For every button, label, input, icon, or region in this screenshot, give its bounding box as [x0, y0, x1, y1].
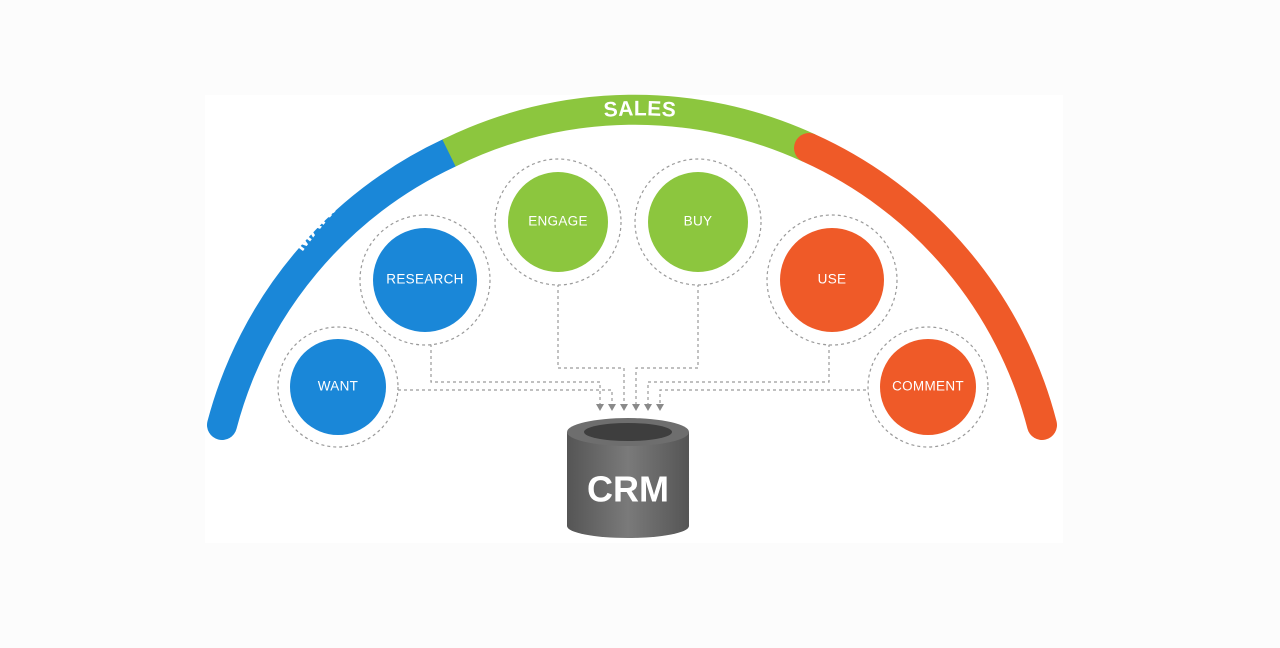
node-use-label: USE [818, 272, 847, 287]
support-arc-segment [794, 133, 1057, 440]
node-research-label: RESEARCH [386, 272, 463, 287]
node-engage-label: ENGAGE [528, 214, 588, 229]
node-buy: BUY [634, 158, 762, 286]
node-engage: ENGAGE [494, 158, 622, 286]
node-research: RESEARCH [359, 214, 491, 346]
sales-arc-segment [442, 94, 816, 167]
node-buy-label: BUY [684, 214, 713, 229]
connector-comment [659, 389, 866, 404]
marketing-arc-segment [207, 138, 464, 440]
database-cylinder-icon: CRM [567, 418, 689, 538]
node-comment-label: COMMENT [892, 379, 964, 394]
connector-arrowheads [596, 404, 664, 411]
connector-want [398, 389, 613, 404]
connector-engage [557, 284, 625, 404]
node-want-label: WANT [318, 379, 358, 394]
connector-use [647, 344, 830, 404]
connector-lines [398, 284, 866, 404]
node-comment: COMMENT [867, 326, 989, 448]
sales-label: SALES [603, 97, 677, 122]
connector-research [430, 344, 601, 404]
node-want: WANT [277, 326, 399, 448]
connector-buy [635, 284, 699, 404]
crm-label: CRM [587, 469, 669, 510]
node-use: USE [766, 214, 898, 346]
